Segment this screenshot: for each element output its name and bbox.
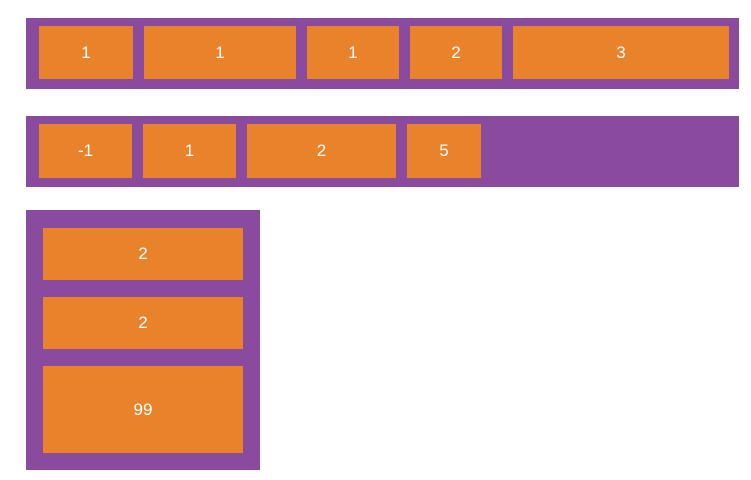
flex-item: 2 (247, 124, 396, 178)
flex-item: 5 (407, 124, 481, 178)
flex-item: 1 (144, 26, 296, 79)
flex-item: 1 (39, 26, 133, 79)
flex-item: 1 (307, 26, 399, 79)
flex-container-row-1: 1 1 1 2 3 (26, 18, 739, 89)
flex-container-row-2: -1 1 2 5 (26, 116, 739, 187)
flex-item: 2 (43, 297, 243, 349)
flex-item: -1 (39, 124, 132, 178)
flex-container-column-1: 2 2 99 (26, 210, 260, 470)
flex-item: 2 (43, 228, 243, 280)
flex-item: 1 (143, 124, 236, 178)
flex-item: 3 (513, 26, 729, 79)
flex-item: 99 (43, 366, 243, 453)
flex-item: 2 (410, 26, 502, 79)
